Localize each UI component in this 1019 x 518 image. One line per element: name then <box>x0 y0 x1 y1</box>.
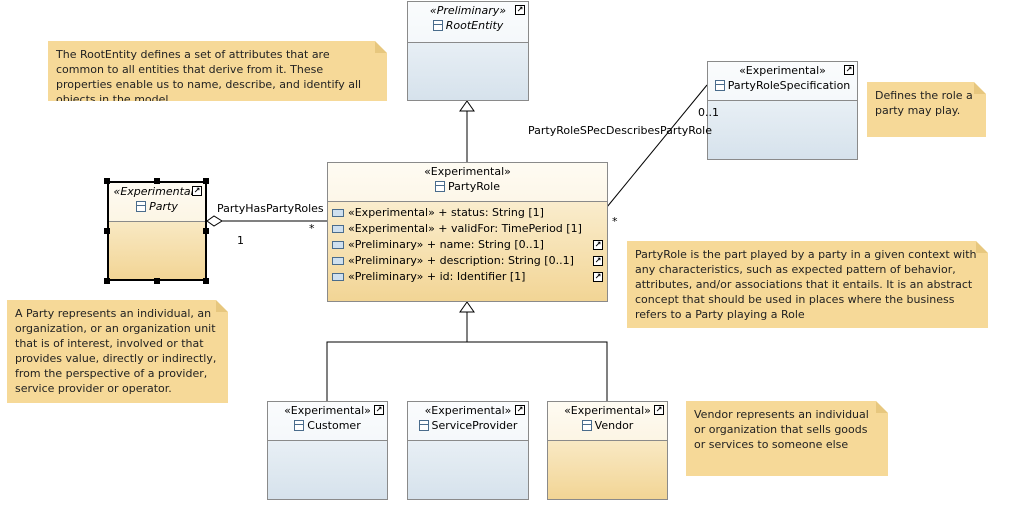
attribute-icon <box>332 241 344 249</box>
class-icon <box>714 80 725 91</box>
class-name: Party <box>149 200 178 213</box>
aggregation-diamond <box>206 215 223 227</box>
class-vendor[interactable]: «Experimental» Vendor ↗ <box>547 401 668 500</box>
class-party[interactable]: «Experimental» Party ↗ <box>107 181 207 281</box>
class-party-role[interactable]: «Experimental» PartyRole «Experimental» … <box>327 162 608 302</box>
class-root-entity[interactable]: «Preliminary» RootEntity ↗ <box>407 1 529 101</box>
attribute-icon <box>332 209 344 217</box>
association-label-party-has-roles[interactable]: PartyHasPartyRoles <box>217 202 324 215</box>
attribute-text: «Experimental» + validFor: TimePeriod [1… <box>348 222 582 235</box>
selection-handle[interactable] <box>203 228 209 234</box>
generalization-bar[interactable] <box>326 341 608 401</box>
class-stereotype: «Experimental» <box>564 404 651 417</box>
generalization-arrow-partyrole <box>459 301 475 313</box>
attribute-icon <box>332 257 344 265</box>
attribute-text: «Preliminary» + name: String [0..1] <box>348 238 544 251</box>
class-icon <box>294 420 305 431</box>
note-text: Defines the role a party may play. <box>875 89 973 117</box>
shortcut-arrow-icon[interactable]: ↗ <box>192 186 202 196</box>
shortcut-arrow-icon[interactable]: ↗ <box>515 5 525 15</box>
class-icon <box>581 420 592 431</box>
note-party-role[interactable]: PartyRole is the part played by a party … <box>627 241 988 328</box>
note-vendor[interactable]: Vendor represents an individual or organ… <box>686 401 888 476</box>
class-stereotype: «Experimental» <box>424 404 512 417</box>
attribute-row[interactable]: «Experimental» + validFor: TimePeriod [1… <box>332 221 603 237</box>
attribute-text: «Preliminary» + id: Identifier [1] <box>348 270 526 283</box>
class-party-role-specification[interactable]: «Experimental» PartyRoleSpecification ↗ <box>707 61 858 160</box>
shortcut-arrow-icon[interactable]: ↗ <box>593 240 603 250</box>
note-text: The RootEntity defines a set of attribut… <box>56 48 362 106</box>
multiplicity-target: * <box>309 222 315 235</box>
class-icon <box>418 420 429 431</box>
attribute-icon <box>332 225 344 233</box>
attribute-row[interactable]: «Experimental» + status: String [1] <box>332 205 603 221</box>
selection-handle[interactable] <box>203 278 209 284</box>
shortcut-arrow-icon[interactable]: ↗ <box>593 256 603 266</box>
class-name: ServiceProvider <box>431 419 518 432</box>
attribute-row[interactable]: «Preliminary» + id: Identifier [1] ↗ <box>332 269 603 285</box>
multiplicity-source: 0..1 <box>698 106 719 119</box>
class-name: RootEntity <box>445 19 504 32</box>
attribute-text: «Preliminary» + description: String [0..… <box>348 254 574 267</box>
note-role-spec[interactable]: Defines the role a party may play. <box>867 82 986 137</box>
class-stereotype: «Preliminary» <box>429 4 507 17</box>
class-stereotype: «Experimental» <box>739 64 826 77</box>
selection-handle[interactable] <box>154 278 160 284</box>
shortcut-arrow-icon[interactable]: ↗ <box>515 405 525 415</box>
class-name: PartyRoleSpecification <box>727 79 851 92</box>
shortcut-arrow-icon[interactable]: ↗ <box>844 65 854 75</box>
class-icon <box>435 181 446 192</box>
note-text: Vendor represents an individual or organ… <box>694 408 869 451</box>
class-name: PartyRole <box>448 180 500 193</box>
class-service-provider[interactable]: «Experimental» ServiceProvider ↗ <box>407 401 529 500</box>
generalization-arrow-root <box>459 100 475 112</box>
class-icon <box>136 201 147 212</box>
attribute-compartment: «Experimental» + status: String [1] «Exp… <box>328 202 607 285</box>
note-root-entity[interactable]: The RootEntity defines a set of attribut… <box>48 41 387 101</box>
class-name: Customer <box>307 419 361 432</box>
selection-handle[interactable] <box>203 178 209 184</box>
shortcut-arrow-icon[interactable]: ↗ <box>374 405 384 415</box>
attribute-row[interactable]: «Preliminary» + description: String [0..… <box>332 253 603 269</box>
attribute-row[interactable]: «Preliminary» + name: String [0..1] ↗ <box>332 237 603 253</box>
class-stereotype: «Experimental» <box>424 165 511 178</box>
class-icon <box>432 20 443 31</box>
association-line-spec-role[interactable] <box>606 84 708 208</box>
class-name: Vendor <box>594 419 634 432</box>
attribute-text: «Experimental» + status: String [1] <box>348 206 544 219</box>
shortcut-arrow-icon[interactable]: ↗ <box>654 405 664 415</box>
class-customer[interactable]: «Experimental» Customer ↗ <box>267 401 388 500</box>
class-stereotype: «Experimental» <box>284 404 371 417</box>
association-label-spec-describes-role[interactable]: PartyRoleSPecDescribesPartyRole <box>528 124 712 137</box>
note-text: PartyRole is the part played by a party … <box>635 248 977 321</box>
attribute-icon <box>332 273 344 281</box>
note-party[interactable]: A Party represents an individual, an org… <box>7 300 228 403</box>
selection-handle[interactable] <box>154 178 160 184</box>
note-text: A Party represents an individual, an org… <box>15 307 217 395</box>
class-stereotype: «Experimental» <box>113 185 201 198</box>
multiplicity-source: 1 <box>237 234 244 247</box>
selection-handle[interactable] <box>104 228 110 234</box>
multiplicity-target: * <box>612 215 618 228</box>
selection-handle[interactable] <box>104 178 110 184</box>
shortcut-arrow-icon[interactable]: ↗ <box>593 272 603 282</box>
selection-handle[interactable] <box>104 278 110 284</box>
